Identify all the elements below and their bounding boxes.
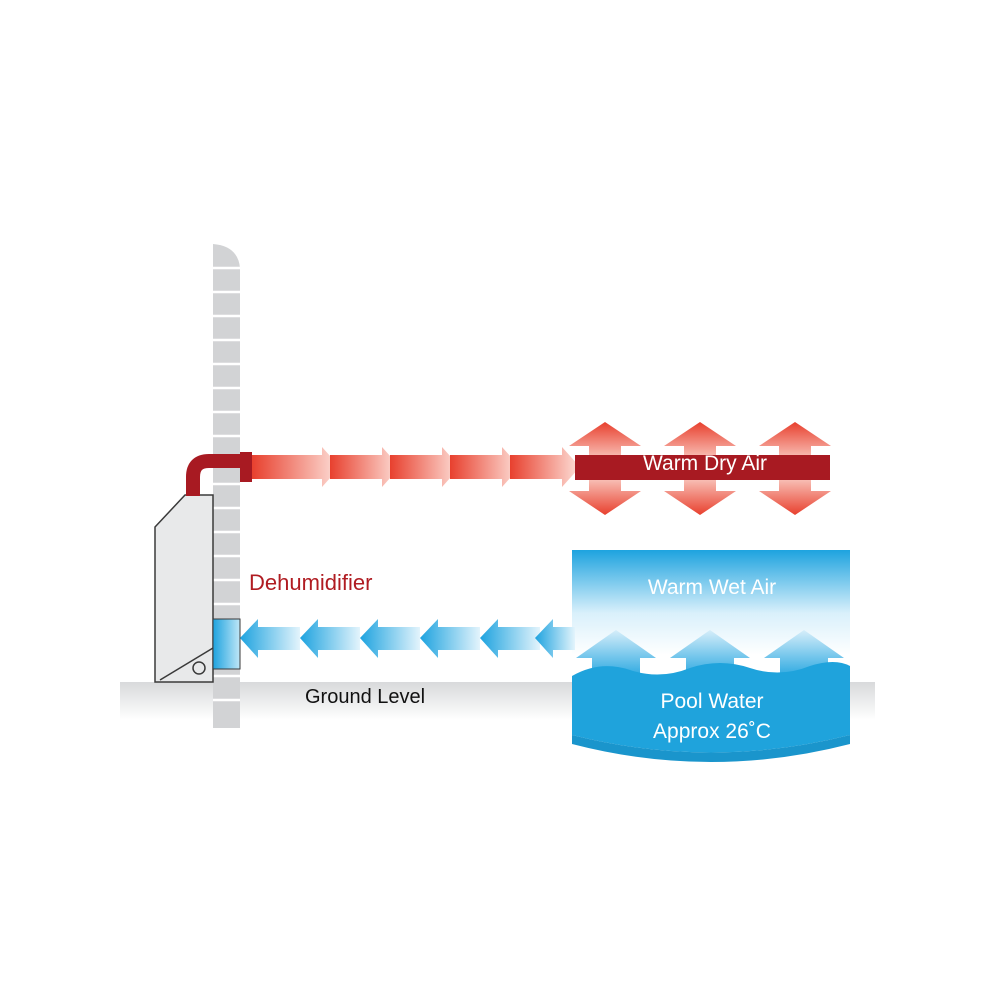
red-arrow-4 [450,447,520,487]
unit-knob-icon [192,661,206,675]
red-arrow-2 [330,447,400,487]
red-arrow-3 [390,447,460,487]
warm-air-arrows [252,447,580,487]
duct-pipe [186,452,252,496]
blue-arrow-6 [535,619,575,658]
pool-water-label: Pool Water [660,690,764,713]
blue-arrow-3 [360,619,420,658]
dehumidifier-unit [154,494,214,683]
blue-arrow-2 [300,619,360,658]
pool-temperature-label: Approx 26˚C [653,720,771,743]
dehumidifier-label: Dehumidifier [249,570,373,595]
pool [572,662,850,762]
warm-wet-air-label: Warm Wet Air [647,576,777,599]
red-arrow-5 [510,447,580,487]
wet-air-arrows [240,619,575,658]
warm-dry-air-label: Warm Dry Air [642,452,768,475]
blue-arrow-5 [480,619,540,658]
brick-wall [213,244,240,728]
warm-dry-air-bar [575,455,830,480]
ground-level-label: Ground Level [305,686,426,708]
red-arrow-1 [252,447,340,487]
blue-arrow-4 [420,619,480,658]
air-intake [212,618,241,670]
blue-arrow-1 [240,619,300,658]
